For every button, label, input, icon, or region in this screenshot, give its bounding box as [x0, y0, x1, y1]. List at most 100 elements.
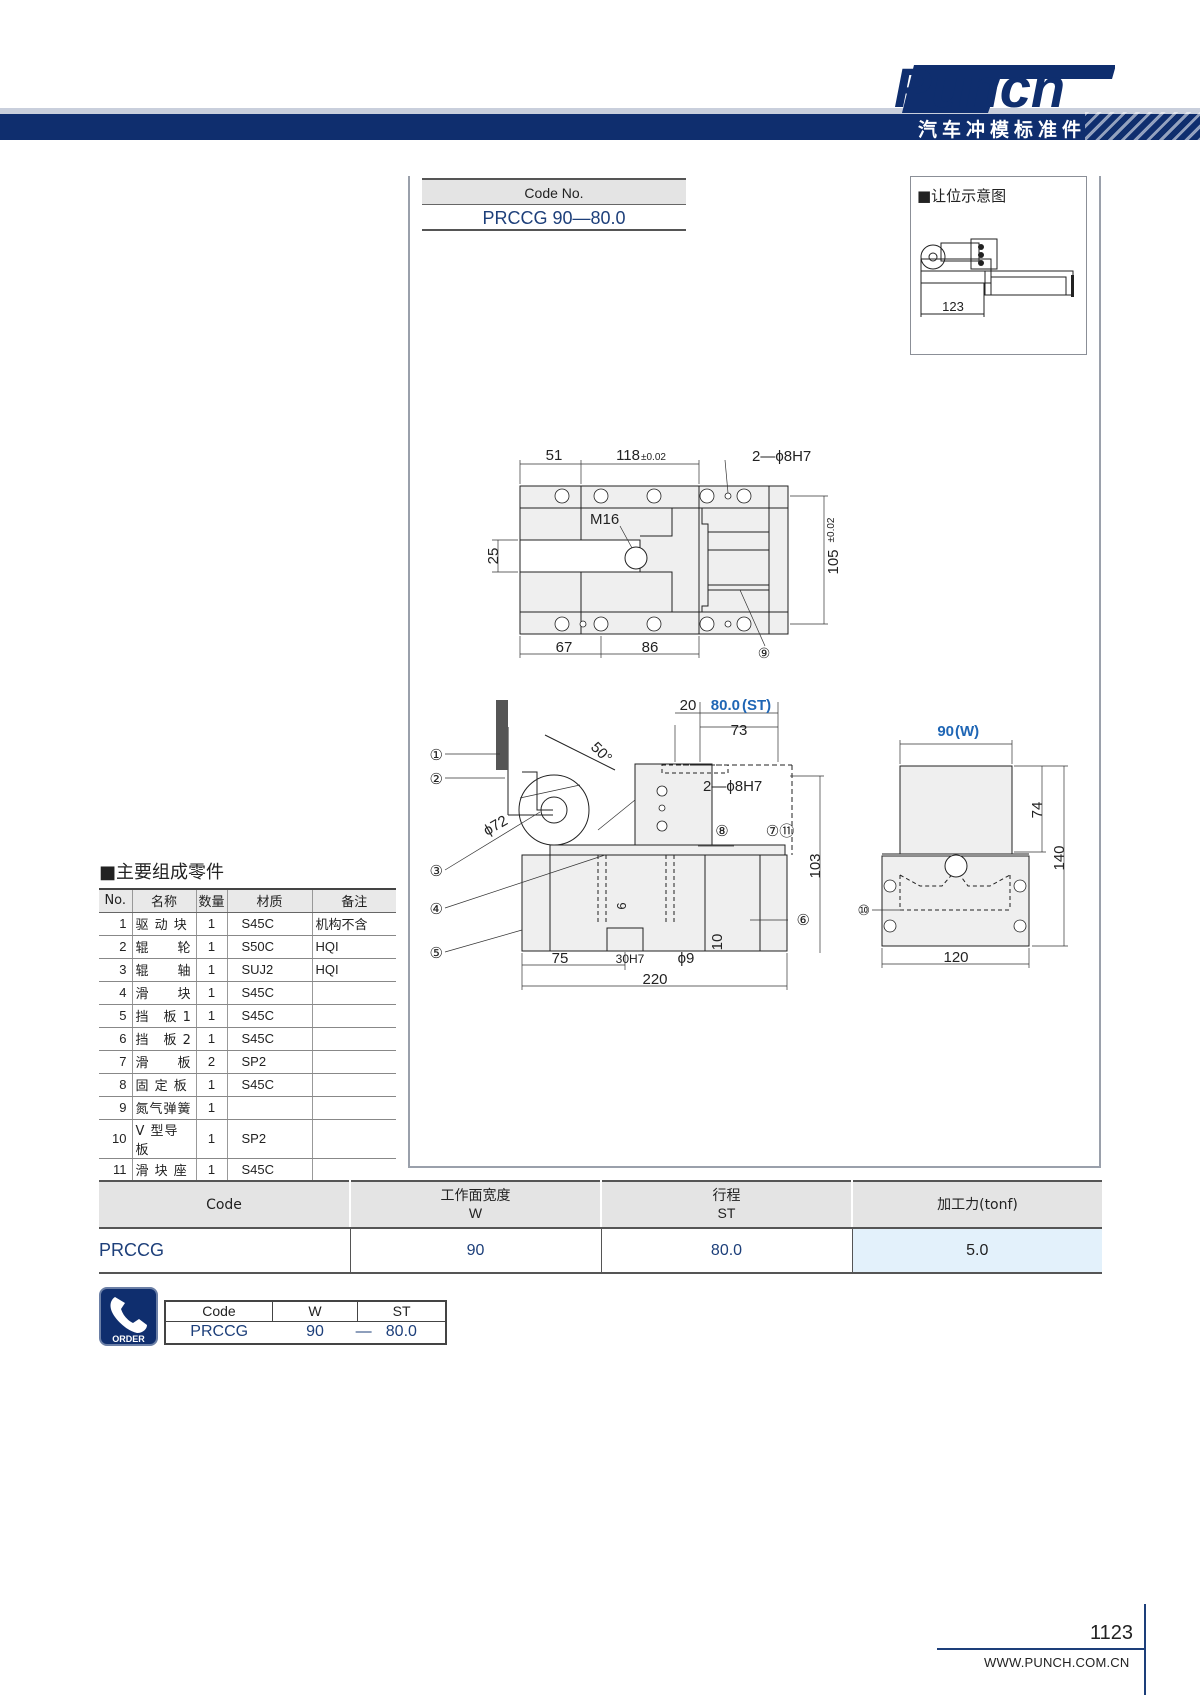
part-name: 辊 轴	[132, 958, 197, 982]
part-name: 驱 动 块	[132, 912, 197, 936]
dim-20: 20	[680, 697, 697, 714]
ref-2: ②	[430, 771, 443, 788]
footer-horizontal-rule	[937, 1648, 1145, 1650]
parts-col-name: 名称	[132, 888, 197, 913]
part-material: S45C	[227, 1004, 313, 1028]
punch-logo-mark: Punch	[894, 56, 1115, 117]
part-material: SP2	[227, 1050, 313, 1074]
order-icon: ORDER	[99, 1287, 158, 1346]
dim-25: 25	[485, 548, 502, 565]
dim-st-value: 80.0	[711, 697, 740, 714]
dim-118: 118	[616, 447, 640, 464]
dim-220: 220	[642, 971, 667, 988]
order-dash: —	[355, 1323, 372, 1341]
ref-9: ⑨	[758, 645, 771, 661]
dim-120: 120	[943, 949, 968, 966]
dim-m16: M16	[590, 511, 619, 528]
drawing-frame	[408, 176, 1101, 1168]
header-band	[0, 114, 1200, 140]
header-stripes	[1085, 112, 1200, 142]
dim-phi72: ϕ72	[481, 812, 511, 839]
order-w-value: 90	[306, 1323, 324, 1341]
dim-74: 74	[1029, 802, 1046, 819]
parts-col-material: 材质	[227, 888, 313, 913]
ref-1: ①	[430, 747, 443, 764]
front-view-drawing: 20 80.0 (ST) 73 50° 2—ϕ8H7 ϕ72 103 6 10 …	[430, 697, 824, 990]
order-value-row: PRCCG 90 — 80.0	[165, 1321, 446, 1344]
part-material: SUJ2	[227, 958, 313, 982]
spec-force: 5.0	[852, 1228, 1102, 1274]
part-note	[312, 1004, 396, 1028]
page-number: 1123	[1090, 1622, 1134, 1644]
dim-86: 86	[642, 639, 659, 656]
clearance-diagram: ■让位示意图 123	[910, 176, 1087, 355]
order-table: Code W ST PRCCG 90 — 80.0	[164, 1300, 447, 1345]
spec-col-code: Code	[99, 1180, 351, 1229]
part-name: 氮气弹簧	[132, 1096, 197, 1120]
dim-30h7: 30H7	[616, 952, 645, 966]
order-header-row: Code W ST	[165, 1301, 446, 1322]
part-name: 挡 板 1	[132, 1004, 197, 1028]
dim-103: 103	[807, 853, 824, 878]
clearance-sketch: 123	[920, 238, 1074, 317]
code-no-box: Code No. PRCCG 90—80.0	[422, 178, 686, 231]
part-no: 2	[99, 935, 133, 959]
ref-8: ⑧	[715, 823, 728, 840]
ref-6: ⑥	[797, 912, 810, 929]
spec-stroke: 80.0	[601, 1228, 853, 1274]
part-note	[312, 1050, 396, 1074]
part-no: 10	[99, 1119, 133, 1159]
part-no: 1	[99, 912, 133, 936]
dim-6: 6	[614, 902, 629, 909]
dim-w-value: 90	[937, 723, 954, 740]
part-material: S45C	[227, 981, 313, 1005]
part-note: HQI	[312, 958, 396, 982]
part-note	[312, 1096, 396, 1120]
dim-phi9: ϕ9	[678, 950, 695, 967]
part-material: SP2	[227, 1119, 313, 1159]
part-qty: 1	[196, 958, 228, 982]
ref-5: ⑤	[430, 945, 443, 962]
order-icon-label: ORDER	[112, 1334, 145, 1344]
dim-118-tol: ±0.02	[641, 452, 666, 463]
order-col-w: W	[272, 1301, 359, 1322]
code-no-value: PRCCG 90—80.0	[422, 204, 686, 231]
brand-logo: Punch 汽车冲模标准件	[880, 55, 1130, 145]
part-note	[312, 1119, 396, 1159]
part-note	[312, 1158, 396, 1182]
parts-col-qty: 数量	[196, 888, 228, 913]
order-col-st: ST	[357, 1301, 446, 1322]
part-note: HQI	[312, 935, 396, 959]
part-name: V 型导板	[132, 1119, 197, 1159]
parts-col-no: No.	[99, 888, 133, 913]
side-view-drawing: 90 (W) 74 140 120 ⑩	[857, 723, 1068, 968]
order-w: 90 —	[272, 1321, 372, 1344]
footer-vertical-rule	[1144, 1604, 1146, 1695]
part-qty: 1	[196, 981, 228, 1005]
brand-subtitle: 汽车冲模标准件	[918, 119, 1087, 141]
dim-angle: 50°	[587, 739, 615, 767]
parts-header-row: No. 名称 数量 材质 备注	[99, 888, 396, 913]
part-qty: 1	[196, 1158, 228, 1182]
part-note	[312, 1027, 396, 1051]
ref-3: ③	[430, 863, 443, 880]
part-qty: 1	[196, 1073, 228, 1097]
part-note	[312, 1073, 396, 1097]
part-material: S45C	[227, 1027, 313, 1051]
part-qty: 2	[196, 1050, 228, 1074]
parts-title: ■主要组成零件	[99, 862, 225, 883]
dim-75: 75	[552, 950, 569, 967]
header-light-band	[0, 108, 1200, 115]
brand-logo-text: Punch	[894, 56, 1065, 117]
website-url: WWW.PUNCH.COM.CN	[984, 1655, 1130, 1670]
order-col-code: Code	[165, 1301, 273, 1322]
part-qty: 1	[196, 1119, 228, 1159]
clearance-title: ■让位示意图	[917, 187, 1007, 205]
part-no: 11	[99, 1158, 133, 1182]
